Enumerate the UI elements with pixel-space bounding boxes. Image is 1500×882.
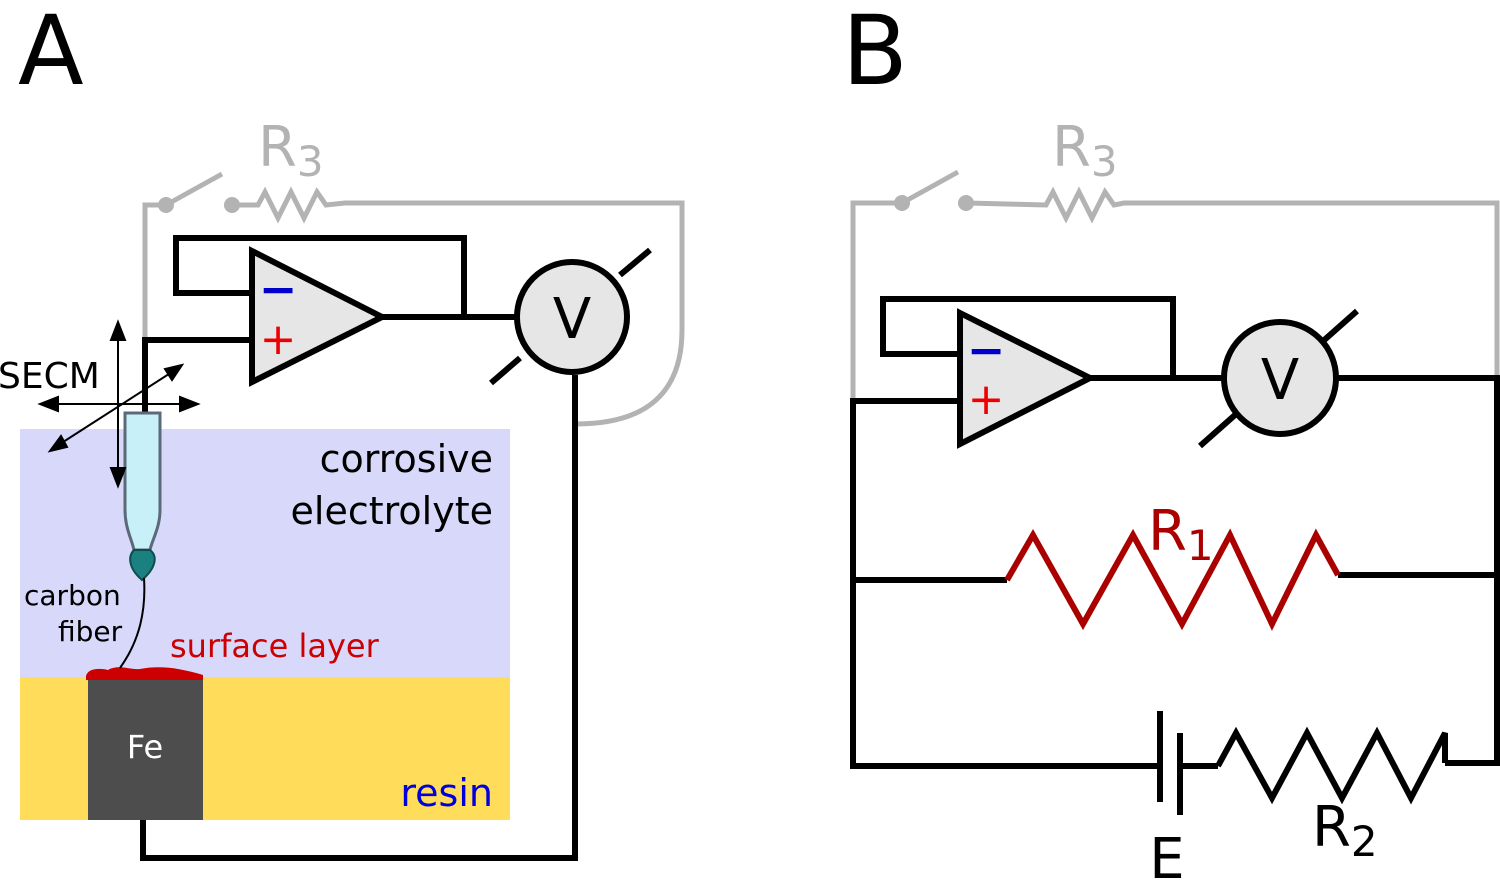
circuit-a bbox=[140, 235, 578, 861]
surface-layer-deposit bbox=[86, 667, 203, 680]
secm-arrows bbox=[37, 319, 201, 489]
battery-e: E bbox=[1149, 711, 1218, 882]
panel-b-letter: B bbox=[842, 0, 908, 107]
fe-label: Fe bbox=[127, 728, 163, 766]
resin-label: resin bbox=[400, 771, 493, 815]
electrolyte-region bbox=[20, 429, 510, 677]
opamp-plus-b: + bbox=[968, 374, 1005, 425]
r1-label: R1 bbox=[1148, 499, 1214, 570]
opamp-plus-a: + bbox=[260, 314, 297, 365]
r2-resistor: R2 bbox=[1215, 726, 1448, 866]
fiber-label: fiber bbox=[58, 615, 123, 648]
opamp-b: − + bbox=[957, 308, 1097, 449]
voltmeter-label-b: V bbox=[1261, 348, 1299, 413]
carbon-fiber bbox=[119, 577, 146, 669]
fe-sample bbox=[88, 677, 203, 820]
r2-label: R2 bbox=[1312, 795, 1378, 866]
panel-a: A corrosive electrolyte carbon fiber sur… bbox=[0, 0, 685, 861]
secm-label: SECM bbox=[0, 356, 100, 397]
carbon-label: carbon bbox=[24, 579, 121, 612]
r3-label-b: R3 bbox=[1052, 115, 1118, 186]
e-label: E bbox=[1149, 827, 1184, 882]
circuit-b bbox=[850, 296, 1500, 769]
opamp-minus-b: − bbox=[967, 323, 1006, 377]
surface-layer-label: surface layer bbox=[170, 627, 380, 665]
panel-b: B R3 − + bbox=[842, 0, 1500, 882]
r3-resistor-a bbox=[232, 186, 685, 330]
opamp-a: − + bbox=[249, 246, 389, 387]
r3-branch-a: R3 bbox=[142, 115, 685, 427]
r1-resistor: R1 bbox=[1004, 499, 1341, 631]
probe-tip bbox=[129, 549, 156, 582]
panel-a-letter: A bbox=[18, 0, 84, 107]
voltmeter-a: V bbox=[489, 247, 652, 386]
corrosive-label: corrosive bbox=[320, 437, 493, 481]
voltmeter-b: V bbox=[1198, 308, 1359, 449]
electrolyte-label: electrolyte bbox=[291, 489, 493, 533]
r3-branch-b: R3 bbox=[850, 115, 1500, 400]
r3-label-a: R3 bbox=[258, 115, 324, 186]
r3-resistor-b bbox=[965, 186, 1500, 378]
probe-capillary bbox=[123, 411, 162, 552]
opamp-minus-a: − bbox=[259, 262, 298, 316]
voltmeter-label-a: V bbox=[553, 287, 591, 352]
secm-probe bbox=[119, 411, 162, 669]
